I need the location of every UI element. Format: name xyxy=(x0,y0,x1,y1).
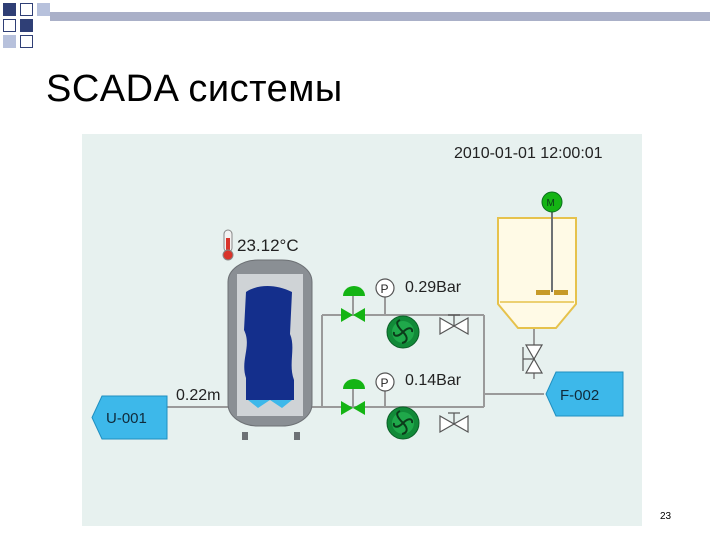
pump-2-icon[interactable] xyxy=(386,406,420,440)
outlet-valve[interactable] xyxy=(522,344,544,374)
pressure-indicator-1: P xyxy=(375,278,395,298)
pressure-symbol: P xyxy=(381,282,389,296)
tag-u001-label: U-001 xyxy=(106,410,147,427)
deco-square xyxy=(37,3,50,16)
deco-square xyxy=(3,35,16,48)
deco-square xyxy=(20,19,33,32)
pressure-readout-2: 0.14Bar xyxy=(405,372,462,389)
level-readout: 0.22m xyxy=(176,387,220,404)
mixer-hopper[interactable] xyxy=(497,211,577,329)
deco-square xyxy=(20,3,33,16)
thermometer-icon xyxy=(222,229,234,261)
slide-title: SCADA системы xyxy=(46,68,343,110)
tag-f002[interactable]: F-002 xyxy=(545,371,624,417)
tag-u001[interactable]: U-001 xyxy=(91,395,168,440)
mixer-motor-icon[interactable]: M xyxy=(541,191,563,213)
scada-mimic-diagram: 2010-01-01 12:00:01 23.12°C 0.22m U-001 … xyxy=(91,145,624,440)
deco-square xyxy=(3,3,16,16)
manual-valve-2[interactable] xyxy=(439,412,469,434)
header-rule xyxy=(50,12,710,21)
pipework xyxy=(167,289,544,408)
timestamp: 2010-01-01 12:00:01 xyxy=(454,145,603,162)
deco-square xyxy=(20,35,33,48)
temperature-readout: 23.12°C xyxy=(237,236,299,255)
tank-level-fill xyxy=(244,286,294,400)
pressure-indicator-2: P xyxy=(375,372,395,392)
control-valve-1[interactable] xyxy=(341,286,365,322)
tag-f002-label: F-002 xyxy=(560,387,599,404)
page-number: 23 xyxy=(660,511,672,522)
deco-square xyxy=(3,19,16,32)
motor-symbol: M xyxy=(547,198,555,209)
pressure-symbol: P xyxy=(381,376,389,390)
pressure-readout-1: 0.29Bar xyxy=(405,279,462,296)
storage-tank[interactable] xyxy=(227,259,313,440)
control-valve-2[interactable] xyxy=(341,379,365,415)
manual-valve-1[interactable] xyxy=(439,314,469,336)
scada-hmi-panel: 2010-01-01 12:00:01 23.12°C 0.22m U-001 … xyxy=(82,134,642,526)
pump-1-icon[interactable] xyxy=(386,315,420,349)
